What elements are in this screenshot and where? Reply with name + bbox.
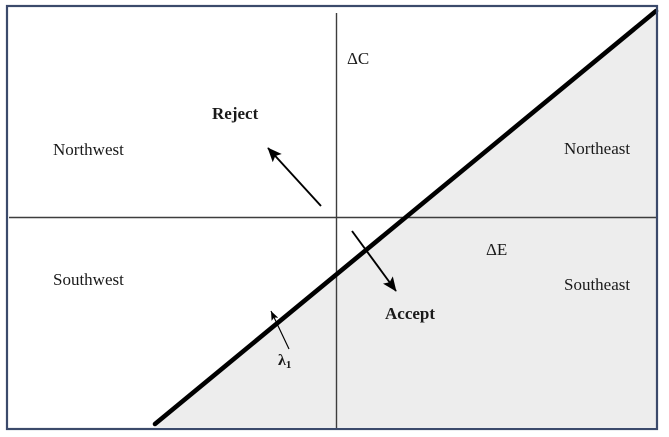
- lambda-symbol: λ: [278, 352, 286, 369]
- decision-label-reject: Reject: [212, 104, 259, 123]
- decision-label-accept: Accept: [385, 304, 436, 323]
- axis-label-delta-e: ΔE: [486, 240, 508, 259]
- axis-label-delta-c: ΔC: [347, 49, 370, 68]
- reject-arrow: [267, 147, 322, 207]
- lambda-subscript: 1: [285, 359, 292, 371]
- threshold-line: [152, 8, 659, 427]
- quadrant-label-southeast: Southeast: [564, 275, 631, 294]
- threshold-label-lambda: λ1: [278, 352, 292, 371]
- figure-border: [5, 4, 659, 431]
- lambda-pointer-arrow: [270, 310, 290, 350]
- quadrant-label-southwest: Southwest: [53, 270, 124, 289]
- accept-arrow: [351, 230, 397, 292]
- quadrant-label-northeast: Northeast: [564, 139, 631, 158]
- quadrant-label-northwest: Northwest: [53, 140, 124, 159]
